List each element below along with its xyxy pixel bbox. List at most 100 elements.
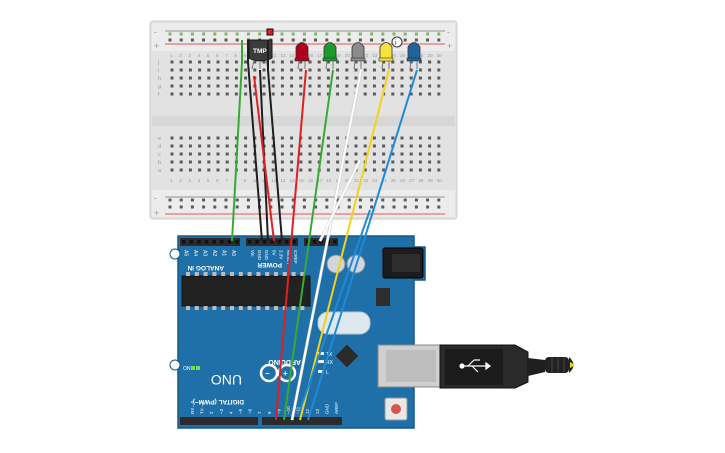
breadboard-hole[interactable] (216, 60, 220, 64)
breadboard-hole[interactable] (198, 160, 202, 164)
rail-hole[interactable] (370, 32, 374, 36)
breadboard-hole[interactable] (418, 84, 422, 88)
breadboard-hole[interactable] (336, 60, 340, 64)
breadboard-hole[interactable] (308, 84, 312, 88)
rail-hole[interactable] (437, 38, 441, 42)
breadboard-hole[interactable] (290, 136, 294, 140)
breadboard-hole[interactable] (400, 92, 404, 96)
rail-hole[interactable] (437, 32, 441, 36)
breadboard-hole[interactable] (198, 68, 202, 72)
breadboard-hole[interactable] (382, 136, 386, 140)
breadboard-hole[interactable] (216, 76, 220, 80)
breadboard-hole[interactable] (363, 136, 367, 140)
breadboard-hole[interactable] (271, 144, 275, 148)
breadboard-hole[interactable] (262, 60, 266, 64)
rail-hole[interactable] (302, 32, 306, 36)
breadboard-hole[interactable] (336, 84, 340, 88)
breadboard-hole[interactable] (290, 160, 294, 164)
breadboard-hole[interactable] (207, 152, 211, 156)
rail-hole[interactable] (426, 198, 430, 202)
breadboard-hole[interactable] (216, 68, 220, 72)
breadboard-hole[interactable] (198, 152, 202, 156)
breadboard-hole[interactable] (253, 92, 257, 96)
breadboard-hole[interactable] (170, 84, 174, 88)
breadboard-hole[interactable] (372, 168, 376, 172)
breadboard-hole[interactable] (290, 68, 294, 72)
breadboard-hole[interactable] (409, 76, 413, 80)
breadboard-hole[interactable] (409, 168, 413, 172)
breadboard-hole[interactable] (179, 68, 183, 72)
breadboard-hole[interactable] (280, 92, 284, 96)
breadboard-hole[interactable] (354, 144, 358, 148)
rail-hole[interactable] (392, 198, 396, 202)
breadboard-hole[interactable] (170, 92, 174, 96)
breadboard-hole[interactable] (198, 60, 202, 64)
blue-led[interactable] (406, 42, 422, 70)
breadboard-hole[interactable] (271, 60, 275, 64)
breadboard-hole[interactable] (400, 168, 404, 172)
digital-header-low[interactable] (180, 417, 258, 425)
breadboard-hole[interactable] (188, 160, 192, 164)
breadboard-hole[interactable] (437, 60, 441, 64)
breadboard-hole[interactable] (253, 60, 257, 64)
rail-hole[interactable] (168, 32, 172, 36)
rail-hole[interactable] (392, 205, 396, 209)
breadboard-hole[interactable] (372, 160, 376, 164)
breadboard-hole[interactable] (382, 152, 386, 156)
breadboard-hole[interactable] (253, 160, 257, 164)
green-wire-pin[interactable] (283, 69, 334, 421)
breadboard-hole[interactable] (179, 84, 183, 88)
breadboard-hole[interactable] (391, 76, 395, 80)
rail-hole[interactable] (280, 38, 284, 42)
breadboard-hole[interactable] (437, 168, 441, 172)
breadboard-hole[interactable] (179, 168, 183, 172)
rail-hole[interactable] (414, 198, 418, 202)
black-wire-gnd-1[interactable] (247, 40, 263, 242)
breadboard-hole[interactable] (354, 76, 358, 80)
breadboard-hole[interactable] (418, 136, 422, 140)
breadboard-hole[interactable] (354, 60, 358, 64)
breadboard-hole[interactable] (198, 84, 202, 88)
breadboard-hole[interactable] (326, 76, 330, 80)
breadboard-hole[interactable] (225, 60, 229, 64)
breadboard-hole[interactable] (244, 76, 248, 80)
breadboard-hole[interactable] (336, 160, 340, 164)
breadboard-hole[interactable] (271, 152, 275, 156)
breadboard-hole[interactable] (400, 68, 404, 72)
breadboard-hole[interactable] (418, 68, 422, 72)
breadboard-hole[interactable] (299, 84, 303, 88)
breadboard-hole[interactable] (336, 92, 340, 96)
breadboard-hole[interactable] (354, 152, 358, 156)
breadboard-hole[interactable] (207, 160, 211, 164)
breadboard-hole[interactable] (354, 136, 358, 140)
rail-hole[interactable] (202, 198, 206, 202)
breadboard-hole[interactable] (326, 136, 330, 140)
breadboard-hole[interactable] (418, 92, 422, 96)
breadboard-hole[interactable] (372, 68, 376, 72)
analog-header[interactable] (180, 238, 240, 246)
rail-hole[interactable] (392, 32, 396, 36)
breadboard-hole[interactable] (234, 60, 238, 64)
breadboard-hole[interactable] (345, 68, 349, 72)
breadboard-hole[interactable] (216, 152, 220, 156)
yellow-wire-pin[interactable] (299, 69, 390, 421)
breadboard-hole[interactable] (363, 84, 367, 88)
breadboard-hole[interactable] (317, 76, 321, 80)
breadboard-hole[interactable] (234, 68, 238, 72)
breadboard-hole[interactable] (207, 76, 211, 80)
rail-hole[interactable] (224, 38, 228, 42)
breadboard-hole[interactable] (372, 60, 376, 64)
breadboard-hole[interactable] (253, 168, 257, 172)
breadboard-hole[interactable] (437, 136, 441, 140)
breadboard-hole[interactable] (280, 76, 284, 80)
breadboard-hole[interactable] (299, 92, 303, 96)
breadboard-hole[interactable] (198, 168, 202, 172)
breadboard-hole[interactable] (326, 168, 330, 172)
rail-hole[interactable] (325, 38, 329, 42)
breadboard-hole[interactable] (225, 152, 229, 156)
breadboard-hole[interactable] (418, 152, 422, 156)
rail-hole[interactable] (314, 38, 318, 42)
breadboard-hole[interactable] (234, 84, 238, 88)
usb-b-port[interactable] (377, 344, 441, 388)
breadboard-hole[interactable] (437, 68, 441, 72)
